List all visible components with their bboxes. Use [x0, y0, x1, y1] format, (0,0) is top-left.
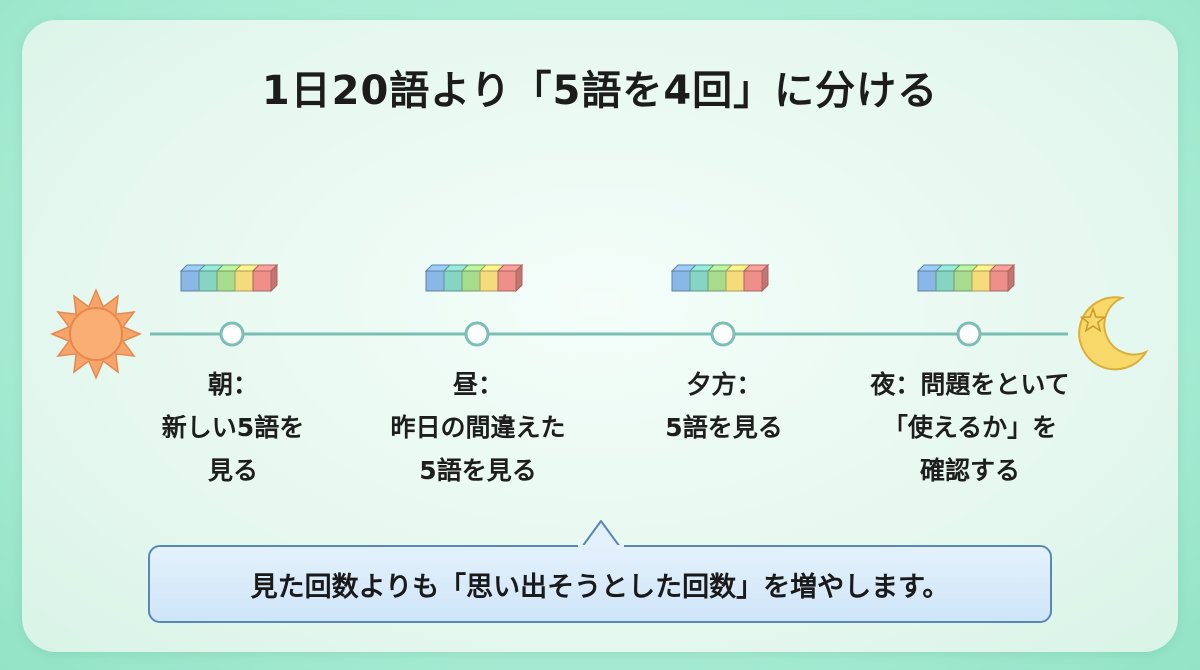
- timeline-node: [956, 321, 982, 347]
- word-block-icon: [179, 263, 279, 293]
- step-night-line-1: 夜：問題をといて: [870, 370, 1070, 399]
- word-block-icon: [916, 263, 1016, 293]
- step-night-line-2: 「使えるか」を: [882, 413, 1058, 442]
- step-morning-line-2: 新しい5語を: [161, 413, 305, 442]
- step-evening-line-1: 夕方：: [686, 370, 762, 399]
- step-noon-line-3: 5語を見る: [419, 456, 537, 485]
- callout-text: 見た回数よりも「思い出そうとした回数」を増やします。: [250, 571, 950, 603]
- step-noon-line-2: 昨日の間違えた: [390, 413, 566, 442]
- timeline-node: [710, 321, 736, 347]
- timeline-node: [219, 321, 245, 347]
- page-title: 1日20語より「5語を4回」に分ける: [261, 68, 939, 114]
- callout-pointer: [578, 520, 624, 548]
- timeline-node: [464, 321, 490, 347]
- callout-box: 見た回数よりも「思い出そうとした回数」を増やします。: [148, 545, 1052, 623]
- step-morning-line-3: 見る: [207, 456, 258, 485]
- step-night-line-3: 確認する: [919, 456, 1020, 485]
- step-morning-line-1: 朝：: [207, 370, 258, 399]
- word-block-icon: [670, 263, 770, 293]
- step-evening-line-2: 5語を見る: [665, 413, 783, 442]
- step-morning: 朝： 新しい5語を 見る: [108, 363, 358, 492]
- step-night: 夜：問題をといて 「使えるか」を 確認する: [845, 363, 1095, 492]
- sun-icon: [50, 288, 142, 380]
- moon-star-icon: [1078, 296, 1149, 371]
- step-noon-line-1: 昼：: [452, 370, 503, 399]
- step-noon: 昼： 昨日の間違えた 5語を見る: [353, 363, 603, 492]
- step-evening: 夕方： 5語を見る: [599, 363, 849, 449]
- word-block-icon: [424, 263, 524, 293]
